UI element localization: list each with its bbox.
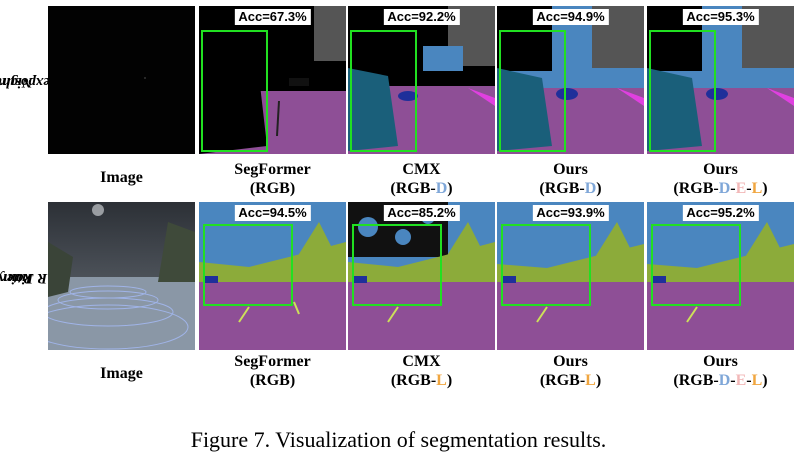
highlight-box bbox=[350, 30, 417, 152]
accuracy-label: Acc=67.3% bbox=[234, 9, 311, 25]
row2-caption-ours-rgbl: Ours(RGB-L) bbox=[497, 352, 644, 390]
caption-modality: (RGB-L) bbox=[497, 371, 644, 390]
highlight-box bbox=[352, 224, 442, 306]
caption-segment: ) bbox=[762, 180, 768, 197]
caption-method: Ours bbox=[703, 161, 738, 178]
row1-caption-segformer: SegFormer (RGB) bbox=[199, 160, 346, 198]
caption-modality: (RGB-L) bbox=[348, 371, 495, 390]
caption-segment: (RGB) bbox=[249, 372, 296, 389]
modality-letter-E: E bbox=[735, 180, 747, 197]
caption-modality: (RGB-D) bbox=[348, 179, 495, 198]
caption-segment: ) bbox=[595, 372, 602, 389]
row2-caption-ours-rgbdel: Ours(RGB-D-E-L) bbox=[647, 352, 794, 390]
caption-segment: (RGB- bbox=[673, 372, 719, 389]
row2-caption-segformer: SegFormer (RGB) bbox=[199, 352, 346, 390]
modality-letter-L: L bbox=[585, 372, 596, 389]
caption-segment: - bbox=[730, 180, 736, 197]
rainy-ours-rgbl-result: Acc=93.9% bbox=[497, 202, 644, 350]
row2-caption-cmx: CMX(RGB-L) bbox=[348, 352, 495, 390]
caption-segment: - bbox=[746, 372, 752, 389]
caption-text: Image bbox=[100, 365, 143, 382]
caption-segment: (RGB- bbox=[390, 372, 437, 389]
caption-text: Image bbox=[100, 169, 143, 186]
caption-segment: (RGB- bbox=[539, 372, 586, 389]
caption-modality: (RGB) bbox=[199, 371, 346, 390]
row1-caption-cmx: CMX(RGB-D) bbox=[348, 160, 495, 198]
highlight-box bbox=[201, 30, 268, 152]
caption-modality: (RGB) bbox=[199, 179, 346, 198]
caption-segment: (RGB- bbox=[390, 180, 436, 197]
caption-method: Ours bbox=[703, 353, 738, 370]
modality-letter-D: D bbox=[718, 180, 731, 197]
accuracy-label: Acc=95.3% bbox=[682, 9, 759, 25]
caption-segment: (RGB- bbox=[673, 180, 719, 197]
caption-method: Ours bbox=[553, 161, 588, 178]
highlight-box bbox=[499, 30, 566, 152]
caption-segment: ) bbox=[762, 372, 768, 389]
caption-modality: (RGB-D-E-L) bbox=[647, 371, 794, 390]
caption-segment: ) bbox=[447, 180, 453, 197]
row-label-rainy: Rainy &LiDAR Jitter bbox=[0, 202, 81, 352]
figure-caption: Figure 7. Visualization of segmentation … bbox=[190, 427, 607, 452]
highlight-box bbox=[501, 224, 591, 306]
night-input-image bbox=[48, 6, 195, 154]
row-label-night: Night &Underexposure bbox=[0, 6, 89, 156]
caption-segment: - bbox=[746, 180, 752, 197]
modality-letter-D: D bbox=[435, 180, 448, 197]
modality-letter-D: D bbox=[584, 180, 597, 197]
modality-letter-L: L bbox=[436, 372, 447, 389]
highlight-box bbox=[651, 224, 741, 306]
modality-letter-L: L bbox=[751, 372, 763, 389]
caption-method: CMX bbox=[402, 161, 441, 178]
caption-modality: (RGB-D) bbox=[497, 179, 644, 198]
row1-image-caption: Image bbox=[48, 168, 195, 187]
accuracy-label: Acc=94.5% bbox=[234, 205, 311, 221]
row1-caption-ours-rgbd: Ours(RGB-D) bbox=[497, 160, 644, 198]
accuracy-label: Acc=92.2% bbox=[383, 9, 460, 25]
row1-caption-ours-rgbdel: Ours(RGB-D-E-L) bbox=[647, 160, 794, 198]
accuracy-label: Acc=94.9% bbox=[532, 9, 609, 25]
caption-method: SegFormer bbox=[234, 161, 311, 178]
modality-letter-L: L bbox=[751, 180, 763, 197]
caption-segment: - bbox=[730, 372, 736, 389]
rainy-ours-rgbdel-result: Acc=95.2% bbox=[647, 202, 794, 350]
caption-segment: ) bbox=[446, 372, 453, 389]
accuracy-label: Acc=85.2% bbox=[383, 205, 460, 221]
modality-letter-E: E bbox=[735, 372, 747, 389]
caption-segment: ) bbox=[596, 180, 602, 197]
night-ours-rgbd-result: Acc=94.9% bbox=[497, 6, 644, 154]
rainy-input-image bbox=[48, 202, 195, 350]
caption-modality: (RGB-D-E-L) bbox=[647, 179, 794, 198]
rainy-cmx-result: Acc=85.2% bbox=[348, 202, 495, 350]
caption-segment: (RGB- bbox=[539, 180, 585, 197]
rainy-segformer-result: Acc=94.5% bbox=[199, 202, 346, 350]
accuracy-label: Acc=93.9% bbox=[532, 205, 609, 221]
caption-method: Ours bbox=[553, 353, 588, 370]
row2-image-caption: Image bbox=[48, 364, 195, 383]
caption-method: CMX bbox=[402, 353, 441, 370]
caption-method: SegFormer bbox=[234, 353, 311, 370]
highlight-box bbox=[203, 224, 293, 306]
modality-letter-D: D bbox=[718, 372, 731, 389]
night-segformer-result: Acc=67.3% bbox=[199, 6, 346, 154]
highlight-box bbox=[649, 30, 716, 152]
caption-segment: (RGB) bbox=[249, 180, 296, 197]
night-ours-rgbdel-result: Acc=95.3% bbox=[647, 6, 794, 154]
night-cmx-result: Acc=92.2% bbox=[348, 6, 495, 154]
accuracy-label: Acc=95.2% bbox=[682, 205, 759, 221]
